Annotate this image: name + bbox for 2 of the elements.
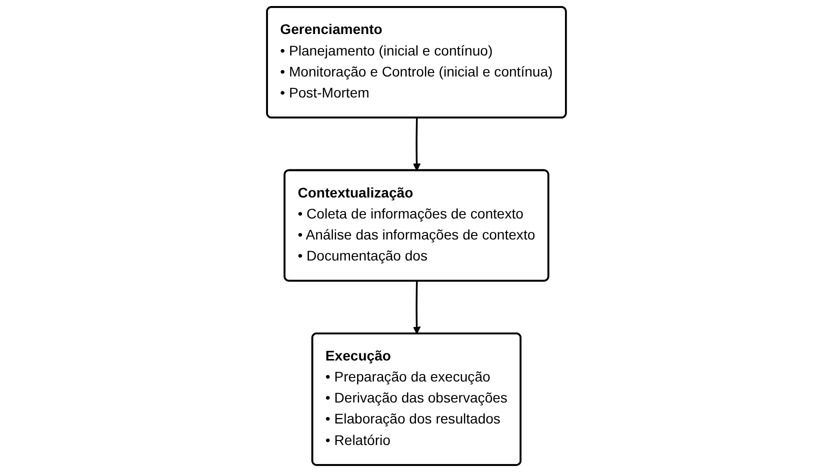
arrow (412, 281, 420, 334)
arrow (412, 118, 420, 171)
